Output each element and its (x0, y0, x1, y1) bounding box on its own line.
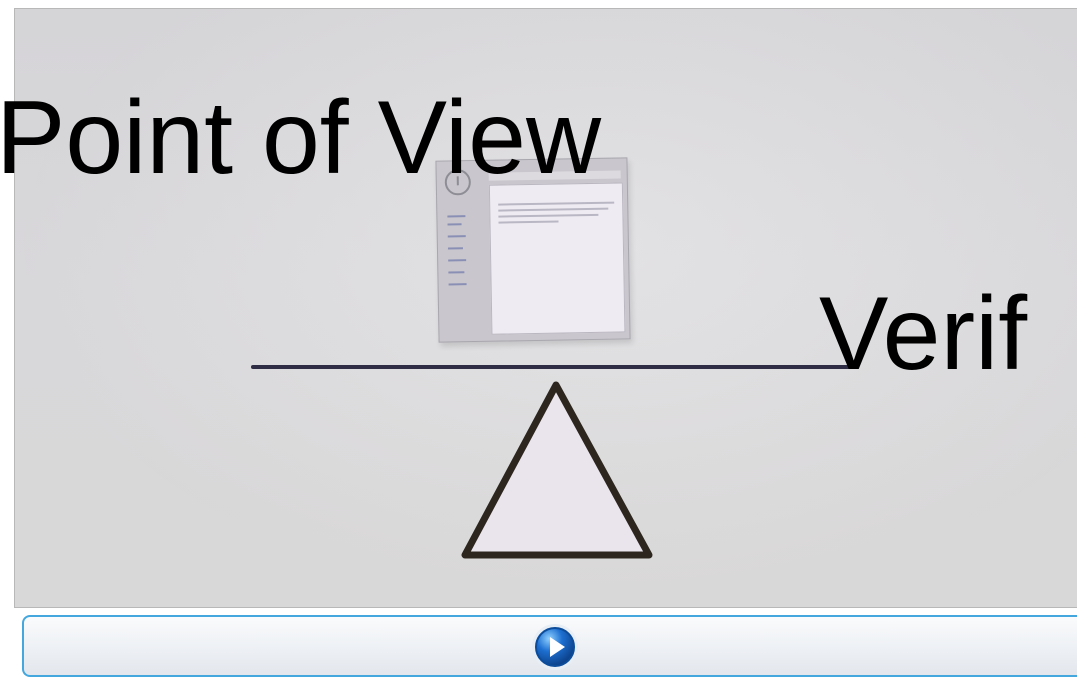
sidebar-line (448, 235, 466, 237)
play-icon (529, 621, 581, 673)
document-line (498, 214, 598, 218)
balance-beam (251, 365, 851, 369)
document-page (489, 182, 626, 334)
sidebar-line (448, 259, 466, 261)
sidebar-line (449, 283, 467, 285)
sidebar-line (448, 271, 464, 273)
verify-label: Verif (819, 282, 1027, 386)
fulcrum-triangle (451, 373, 661, 563)
sidebar-line (448, 247, 463, 249)
play-button[interactable] (529, 621, 581, 673)
sidebar-line (447, 215, 465, 217)
document-line (498, 202, 614, 206)
player-controls (22, 615, 1077, 677)
point-of-view-title: Point of View (0, 86, 601, 190)
document-line (498, 208, 608, 212)
document-line (498, 221, 558, 224)
sidebar-line (448, 223, 462, 225)
